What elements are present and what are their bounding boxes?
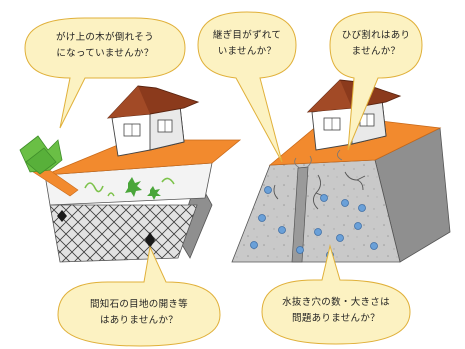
tree-warning-line1: がけ上の木が倒れそう — [55, 32, 154, 43]
tree-bubble-shape — [24, 17, 186, 129]
crack-bubble-shape — [329, 11, 423, 151]
drain-hole — [341, 199, 349, 207]
leaning-tree-icon — [19, 135, 79, 197]
stone-warning-text: 間知石の目地の開き等 はありませんか？ — [64, 297, 214, 329]
joint-warning-line2: いませんか？ — [217, 46, 277, 57]
crack-warning-line2: ませんか？ — [351, 46, 401, 57]
drain-hole — [250, 241, 258, 249]
crack-line — [344, 171, 366, 191]
joint-warning-text: 継ぎ目がずれて いませんか？ — [200, 28, 294, 60]
drain-warning-text: 水抜き穴の数・大きさは 問題ありませんか？ — [266, 295, 406, 327]
tree-warning-text: がけ上の木が倒れそう になっていませんか？ — [40, 30, 170, 62]
drain-hole — [314, 228, 322, 236]
wall-joint-offset — [291, 166, 309, 263]
joint-bubble-shape — [197, 11, 297, 163]
crack-warning-line1: ひび割れはあり — [341, 30, 411, 41]
tree-warning-line2: になっていませんか？ — [56, 48, 154, 59]
stone-warning-line2: はありませんか？ — [99, 315, 179, 326]
joint-warning-line1: 継ぎ目がずれて — [212, 30, 282, 41]
house-icon — [106, 85, 200, 157]
stone-bubble-shape — [57, 245, 221, 347]
drain-hole — [320, 194, 328, 202]
drain-warning-line2: 問題ありませんか？ — [292, 313, 380, 324]
stone-warning-line1: 間知石の目地の開き等 — [89, 299, 188, 310]
drain-hole — [336, 234, 344, 242]
drain-hole — [370, 242, 378, 250]
left-ground-top — [44, 139, 242, 176]
drain-hole — [358, 204, 366, 212]
drain-warning-line1: 水抜き穴の数・大きさは — [282, 297, 390, 308]
stone-joint-gap — [57, 210, 67, 222]
moss-icon — [147, 186, 161, 200]
moss-icon — [125, 177, 142, 197]
drain-hole — [278, 226, 286, 234]
crack-line — [273, 184, 279, 200]
drain-hole — [354, 222, 362, 230]
drain-hole — [264, 186, 272, 194]
drain-hole — [296, 246, 304, 254]
stone-joint-gap — [145, 232, 155, 248]
drain-bubble-shape — [261, 244, 411, 345]
masonry-stone-face — [49, 204, 198, 263]
drain-hole — [258, 214, 266, 222]
crack-warning-text: ひび割れはあり ませんか？ — [332, 28, 420, 60]
masonry-retaining-wall — [19, 85, 242, 263]
